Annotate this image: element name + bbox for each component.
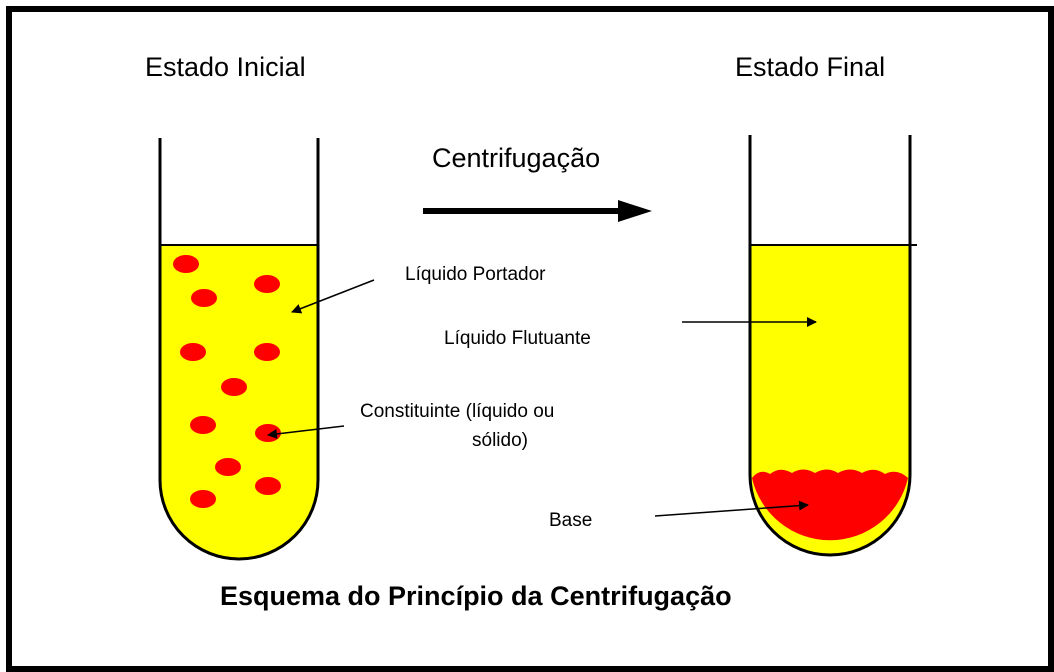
- initial-liquid: [160, 245, 318, 559]
- particle: [190, 490, 216, 508]
- final-state-label: Estado Final: [735, 52, 886, 82]
- base-label: Base: [549, 510, 593, 531]
- initial-tube-outline: [158, 138, 320, 561]
- particle: [173, 255, 199, 273]
- initial-state-label: Estado Inicial: [145, 52, 306, 82]
- particle: [255, 424, 281, 442]
- process-arrowhead: [618, 200, 652, 222]
- base-pointer: [654, 500, 809, 517]
- particle: [254, 343, 280, 361]
- carrier-liquid-pointer: [291, 279, 375, 314]
- final-tube-outline: [748, 135, 912, 557]
- particle: [255, 477, 281, 495]
- particle: [180, 343, 206, 361]
- constituent-pointer: [267, 425, 345, 439]
- particle: [190, 416, 216, 434]
- sediment-base: [752, 469, 908, 541]
- particle: [221, 378, 247, 396]
- particle: [254, 275, 280, 293]
- final-tube: [748, 135, 917, 557]
- constituent-label-line1: Constituinte (líquido ou: [360, 401, 555, 422]
- initial-tube: [158, 138, 320, 561]
- particle: [191, 289, 217, 307]
- process-label: Centrifugação: [432, 143, 601, 173]
- suspended-particles: [173, 255, 281, 508]
- particle: [215, 458, 241, 476]
- diagram-title: Esquema do Princípio da Centrifugação: [220, 581, 732, 611]
- constituent-label-line2: sólido): [472, 430, 528, 451]
- carrier-liquid-label: Líquido Portador: [405, 264, 546, 285]
- floating-liquid-label: Líquido Flutuante: [444, 328, 591, 349]
